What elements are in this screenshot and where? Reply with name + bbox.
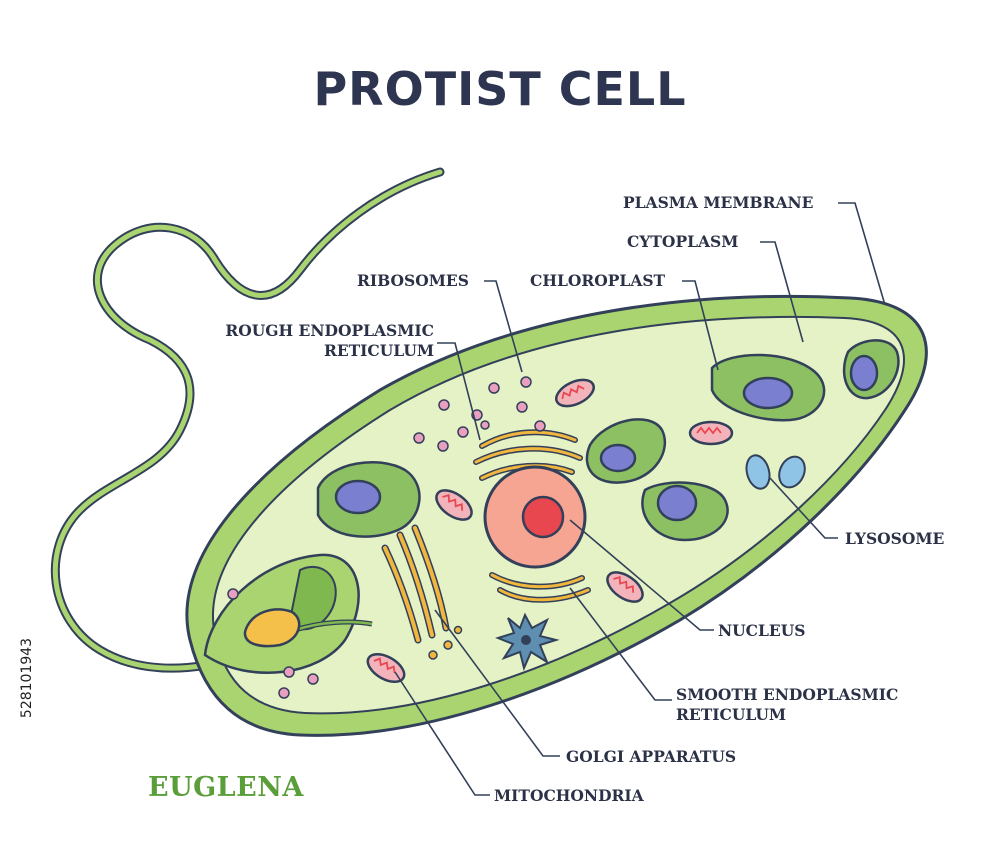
label-lysosome: LYSOSOME bbox=[845, 529, 945, 548]
lysosomes bbox=[745, 454, 806, 490]
organism-label: EUGLENA bbox=[148, 772, 304, 803]
label-rough-er-line1: ROUGH ENDOPLASMIC bbox=[225, 321, 434, 340]
chloroplasts bbox=[316, 339, 900, 542]
page-title: PROTIST CELL bbox=[313, 62, 687, 116]
leader-lines bbox=[394, 202, 886, 796]
label-smooth-er: SMOOTH ENDOPLASMIC RETICULUM bbox=[676, 685, 898, 725]
mitochondria bbox=[366, 378, 734, 684]
nucleolus bbox=[521, 495, 565, 539]
label-smooth-er-line1: SMOOTH ENDOPLASMIC bbox=[676, 685, 899, 704]
eyespot bbox=[243, 608, 301, 648]
label-rough-er: ROUGH ENDOPLASMIC RETICULUM bbox=[200, 321, 434, 361]
label-chloroplast: CHLOROPLAST bbox=[530, 271, 666, 290]
label-mitochondria: MITOCHONDRIA bbox=[494, 786, 644, 805]
label-ribosomes: RIBOSOMES bbox=[357, 271, 469, 290]
label-rough-er-line2: RETICULUM bbox=[323, 341, 434, 360]
label-golgi: GOLGI APPARATUS bbox=[566, 747, 737, 766]
label-smooth-er-line2: RETICULUM bbox=[676, 705, 787, 724]
label-plasma-membrane: PLASMA MEMBRANE bbox=[623, 193, 814, 212]
stock-id: 528101943 bbox=[19, 637, 35, 719]
label-cytoplasm: CYTOPLASM bbox=[627, 232, 739, 251]
label-nucleus: NUCLEUS bbox=[718, 621, 806, 640]
